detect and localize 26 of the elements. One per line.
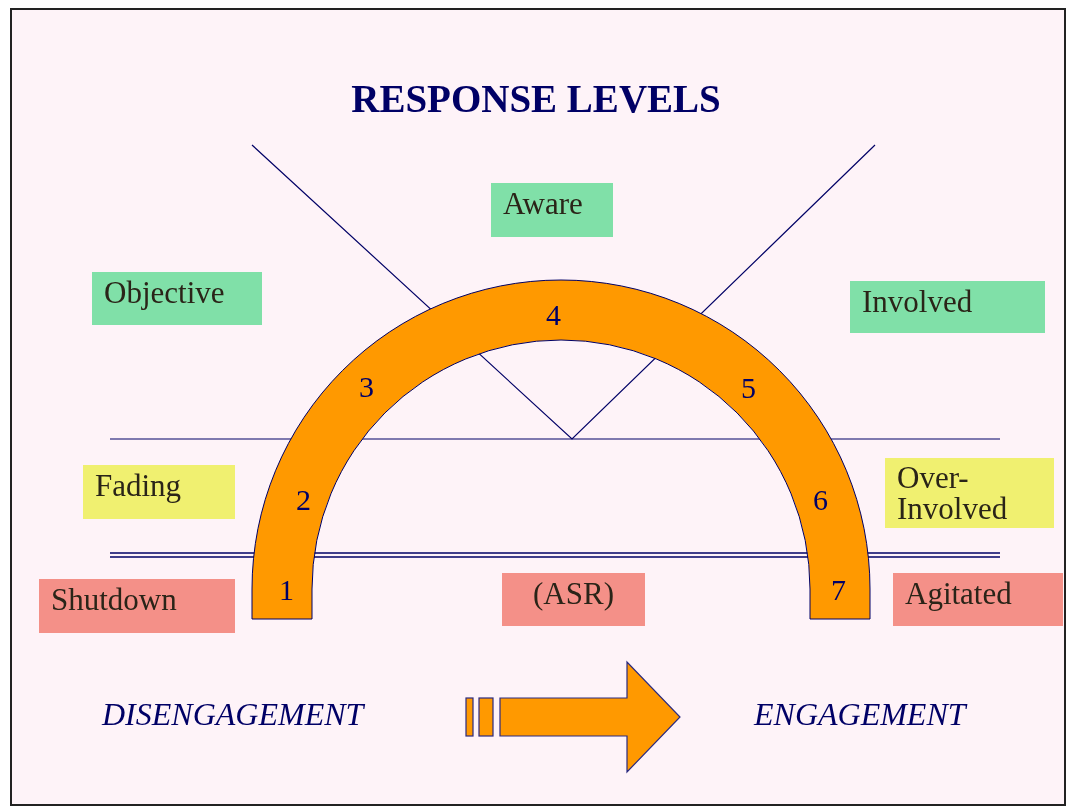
level-box: [491, 183, 613, 237]
level-number: 7: [831, 573, 846, 607]
level-label: Agitated: [905, 579, 1013, 609]
level-number: 3: [359, 370, 374, 404]
level-number: 1: [279, 573, 294, 607]
level-number: 4: [546, 298, 561, 332]
title: RESPONSE LEVELS: [350, 76, 722, 121]
level-label: Over- Involved: [897, 462, 1009, 524]
level-number: 5: [741, 371, 756, 405]
axis-label: ENGAGEMENT: [754, 696, 966, 733]
axis-label: DISENGAGEMENT: [102, 696, 364, 733]
level-box: [893, 573, 1063, 626]
level-label: Aware: [503, 189, 584, 219]
level-label: (ASR): [532, 579, 615, 609]
level-box: [83, 465, 235, 519]
level-label: Fading: [95, 471, 183, 501]
level-box: [885, 458, 1054, 528]
level-box: [92, 272, 262, 325]
level-number: 6: [813, 483, 828, 517]
level-number: 2: [296, 483, 311, 517]
level-label: Shutdown: [51, 585, 178, 615]
level-box: [502, 573, 645, 626]
level-box: [850, 281, 1045, 333]
level-box: [39, 579, 235, 633]
level-label: Objective: [104, 278, 226, 308]
level-label: Involved: [862, 287, 974, 317]
